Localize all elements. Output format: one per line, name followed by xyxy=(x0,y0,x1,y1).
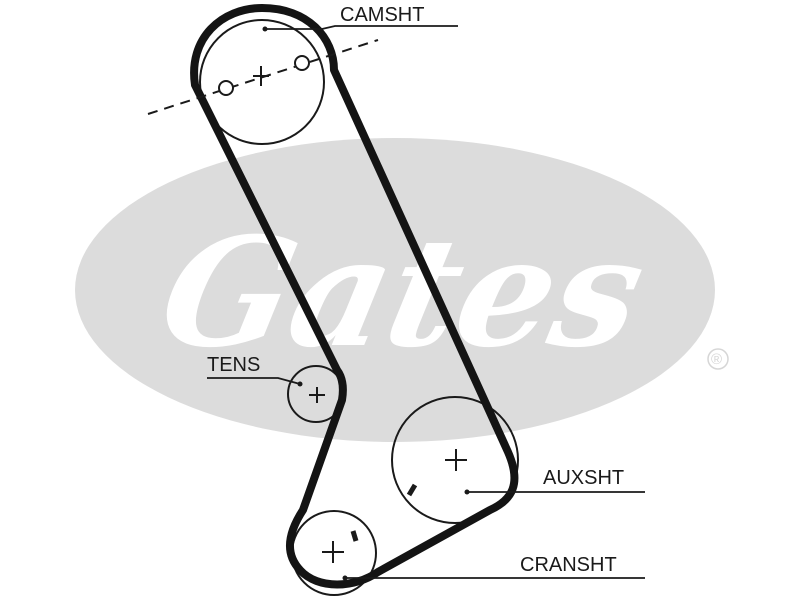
registered-mark: ® xyxy=(711,351,722,368)
tensioner-leader-dot xyxy=(297,381,303,387)
camshaft-label: CAMSHT xyxy=(340,4,424,26)
camshaft-leader xyxy=(265,25,458,30)
logo-ellipse xyxy=(75,138,715,442)
tensioner-label: TENS xyxy=(207,354,260,376)
auxiliary-leader-dot xyxy=(464,489,470,495)
crankshaft-center-cross xyxy=(322,541,344,563)
crankshaft-label: CRANSHT xyxy=(520,554,617,576)
auxiliary-label: AUXSHT xyxy=(543,467,624,489)
tensioner-center-cross xyxy=(309,387,325,403)
camshaft-pulley xyxy=(199,19,325,145)
camshaft-center-cross xyxy=(253,66,269,86)
crankshaft-timing-mark xyxy=(350,530,359,542)
tensioner-leader xyxy=(207,377,301,385)
camshaft-leader-dot xyxy=(262,26,268,32)
crankshaft-leader-dot xyxy=(342,575,348,581)
gates-logo-watermark: Gates ® xyxy=(75,138,729,442)
timing-mark-left xyxy=(218,80,234,96)
timing-mark-right xyxy=(294,55,310,71)
auxiliary-center-cross xyxy=(445,449,467,471)
auxiliary-timing-mark xyxy=(406,483,418,497)
timing-belt xyxy=(190,4,519,589)
logo-wordmark: Gates xyxy=(147,205,659,381)
auxiliary-pulley xyxy=(391,396,519,524)
registered-mark-circle xyxy=(707,348,729,370)
